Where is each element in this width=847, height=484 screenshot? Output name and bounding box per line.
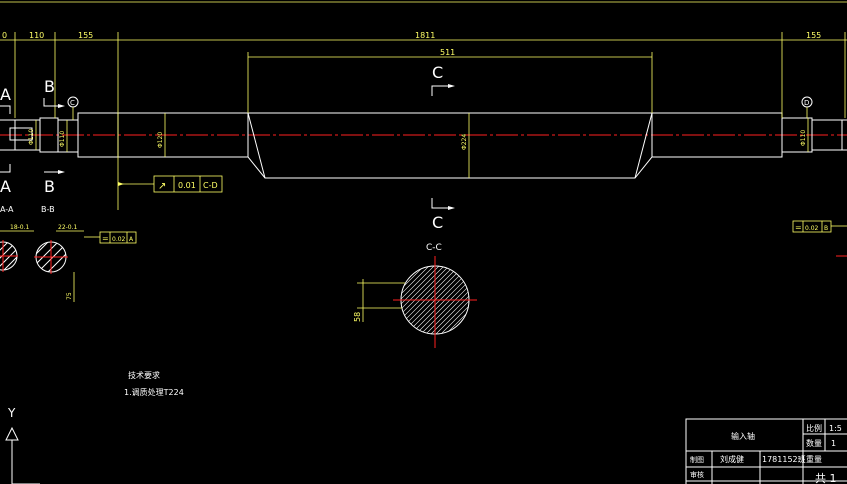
dim-bb-height: 75 xyxy=(66,292,73,300)
section-c-bottom: C xyxy=(432,213,443,232)
notes-title: 技术要求 xyxy=(128,370,160,380)
hatch-line xyxy=(401,266,436,334)
dim-top-left-edge: 0 xyxy=(2,31,7,40)
section-b-bottom: B xyxy=(44,177,55,196)
tol-right-value: 0.02 xyxy=(805,225,819,232)
tb-weight-label: 重量 xyxy=(806,454,822,464)
hatch-line xyxy=(401,266,441,334)
tb-sheet-text: 共 1 xyxy=(815,472,837,484)
tol-right-datum: B xyxy=(824,225,828,232)
shaft-right-journal xyxy=(781,117,813,153)
tol-bb-symbol: = xyxy=(102,234,109,243)
diameter-dims xyxy=(35,113,809,178)
top-dimensions xyxy=(0,1,847,210)
dim-aa-width: 18-0.1 xyxy=(10,224,30,231)
tolerance-frame-main xyxy=(118,175,223,193)
section-a-bottom: A xyxy=(0,177,11,196)
shaft-left-collar xyxy=(39,117,59,153)
tol-bb-datum: A xyxy=(129,236,134,243)
tb-student-no: 1781152班 xyxy=(762,454,806,464)
tb-check-label: 审核 xyxy=(690,470,704,479)
tb-drawn-label: 制图 xyxy=(690,455,704,464)
tolerance-frame-bb xyxy=(84,231,137,244)
datum-c-label: C xyxy=(70,99,75,107)
view-cc-label: C-C xyxy=(426,243,442,253)
hatch-line xyxy=(401,266,431,334)
dia-left-journal: Φ120 xyxy=(157,132,164,148)
dim-overall-length: 1811 xyxy=(415,31,435,40)
dim-bb-width: 22-0.1 xyxy=(58,224,78,231)
tb-part-name: 输入轴 xyxy=(731,431,755,441)
hatch-line xyxy=(429,266,469,334)
shaft-middle-chamfer-left xyxy=(247,112,266,179)
dia-right-journal: Φ110 xyxy=(800,130,807,146)
tb-qty-value: 1 xyxy=(831,439,836,448)
section-bb-hatch xyxy=(36,242,66,272)
tol-main-value: 0.01 xyxy=(178,181,196,190)
section-aa-hatch xyxy=(0,242,17,270)
tb-scale-label: 比例 xyxy=(806,423,822,433)
left-keyway xyxy=(9,127,33,141)
dim-110: 110 xyxy=(29,31,44,40)
dim-511: 511 xyxy=(440,48,455,57)
section-a-top: A xyxy=(0,85,11,104)
shaft-middle-body xyxy=(247,113,653,179)
section-cc-dims xyxy=(357,279,405,322)
shaft-middle-chamfer-right xyxy=(634,112,653,179)
tol-main-symbol: ↗ xyxy=(158,181,166,192)
dia-left-step: Φ110 xyxy=(59,131,66,147)
hatch-line xyxy=(434,266,469,334)
dim-155-left: 155 xyxy=(78,31,93,40)
hatch-line xyxy=(439,266,469,334)
tb-scale-value: 1:5 xyxy=(829,424,842,433)
datum-d-label: D xyxy=(804,99,809,107)
title-block xyxy=(685,418,847,484)
tolerance-frame-right xyxy=(792,220,847,233)
section-c-top: C xyxy=(432,63,443,82)
tol-right-symbol: = xyxy=(795,223,802,232)
ucs-y-label: Y xyxy=(7,406,16,420)
tol-bb-value: 0.02 xyxy=(112,236,126,243)
dia-left-end: Φ110 xyxy=(28,129,35,145)
dim-155-right: 155 xyxy=(806,31,821,40)
section-b-top: B xyxy=(44,77,55,96)
view-aa-label: A-A xyxy=(0,205,14,214)
tb-qty-label: 数量 xyxy=(806,438,822,448)
ucs-axis-icon[interactable] xyxy=(5,426,40,484)
section-arrows xyxy=(0,84,455,210)
shaft-left-end xyxy=(0,119,16,151)
view-bb-label: B-B xyxy=(41,205,55,214)
dim-cc-height: 58 xyxy=(353,312,362,322)
notes-item1: 1.调质处理T224 xyxy=(124,387,184,397)
tb-drafter: 刘成健 xyxy=(720,454,744,464)
tol-main-datum: C-D xyxy=(203,181,218,190)
shaft-outline xyxy=(0,112,847,179)
dia-middle: Φ224 xyxy=(461,134,468,150)
